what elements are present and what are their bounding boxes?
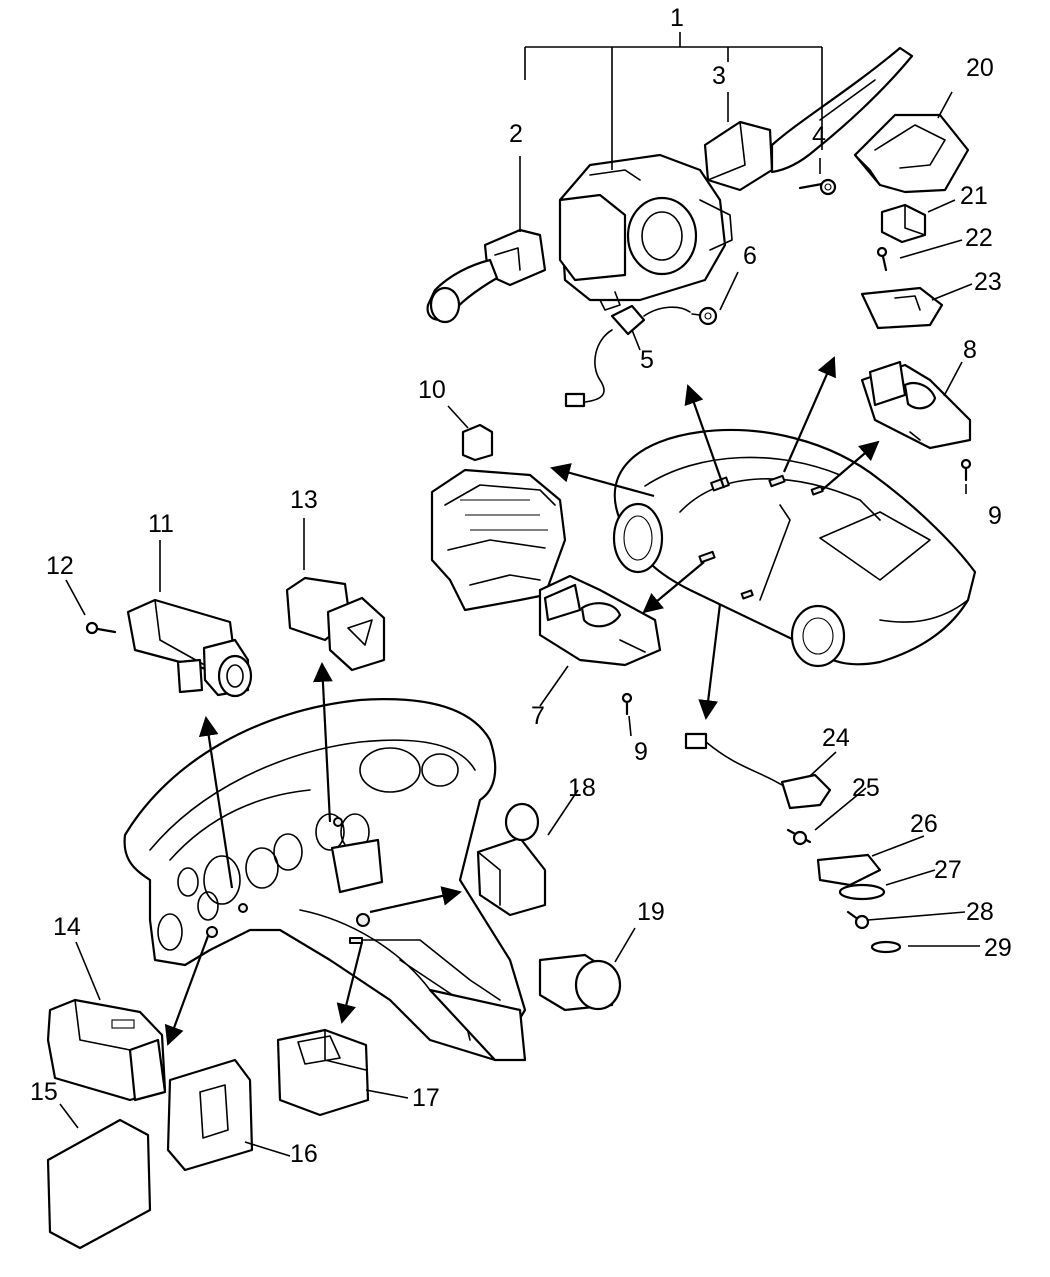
callout-12: 12	[46, 552, 74, 580]
multifunction-switch-assembly	[558, 153, 733, 311]
screw	[846, 910, 870, 930]
power-window-switch	[538, 574, 662, 667]
switch	[276, 1028, 370, 1117]
leader-lines	[59, 32, 980, 1157]
callout-10: 10	[418, 376, 446, 404]
vehicle-body-outline	[612, 428, 977, 668]
callout-15: 15	[30, 1078, 58, 1106]
callout-29: 29	[984, 934, 1012, 962]
harness	[684, 732, 832, 810]
callout-4: 4	[812, 122, 826, 150]
callout-28: 28	[966, 898, 994, 926]
lens	[860, 286, 944, 330]
bracket	[853, 113, 970, 194]
screw	[798, 178, 837, 196]
screw	[786, 828, 812, 846]
callout-6: 6	[743, 242, 757, 270]
clock-spring-sensor	[564, 304, 691, 408]
turn-signal-switch	[703, 46, 914, 192]
bezel	[166, 1058, 254, 1172]
callout-16: 16	[290, 1140, 318, 1168]
callout-11: 11	[148, 510, 174, 538]
junction-box	[430, 468, 567, 612]
callout-22: 22	[965, 224, 993, 252]
callout-8: 8	[963, 336, 977, 364]
callout-3: 3	[712, 62, 726, 90]
switch	[46, 998, 167, 1102]
callout-9-right: 9	[988, 502, 1002, 530]
callout-13: 13	[290, 486, 318, 514]
callout-20: 20	[966, 54, 994, 82]
switch	[880, 203, 927, 244]
wiper-switch	[426, 228, 547, 324]
callout-2: 2	[509, 120, 523, 148]
callout-27: 27	[934, 856, 962, 884]
screw	[876, 246, 888, 272]
relay	[461, 423, 494, 462]
plate	[816, 853, 882, 887]
callout-19: 19	[637, 898, 665, 926]
gasket	[838, 883, 886, 901]
callout-23: 23	[974, 268, 1002, 296]
callout-14: 14	[53, 913, 81, 941]
callout-1: 1	[670, 4, 684, 32]
rheostat-switch	[126, 598, 253, 698]
cigar-lighter-socket	[538, 953, 622, 1012]
screw	[960, 458, 972, 482]
nut	[691, 306, 718, 326]
screw	[621, 692, 633, 716]
cover	[46, 1118, 152, 1250]
callout-21: 21	[960, 182, 988, 210]
callout-24: 24	[822, 724, 850, 752]
callout-9-center: 9	[634, 738, 648, 766]
ignition-switch-lamp	[476, 802, 547, 917]
callout-18: 18	[568, 774, 596, 802]
callout-labels: 1 2 3 4 5 6 7 8 9 9 10 11 12 13 14 15 16…	[30, 4, 1012, 1168]
callout-25: 25	[852, 774, 880, 802]
seal	[870, 940, 902, 954]
hazard-switch	[285, 576, 386, 672]
location-arrows	[164, 356, 880, 1046]
callout-7: 7	[531, 702, 545, 730]
instrument-panel-outline	[123, 698, 527, 1062]
callout-26: 26	[910, 810, 938, 838]
screw	[85, 621, 117, 635]
power-window-switch-passenger	[860, 360, 972, 450]
callout-5: 5	[640, 346, 654, 374]
callout-17: 17	[412, 1084, 440, 1112]
